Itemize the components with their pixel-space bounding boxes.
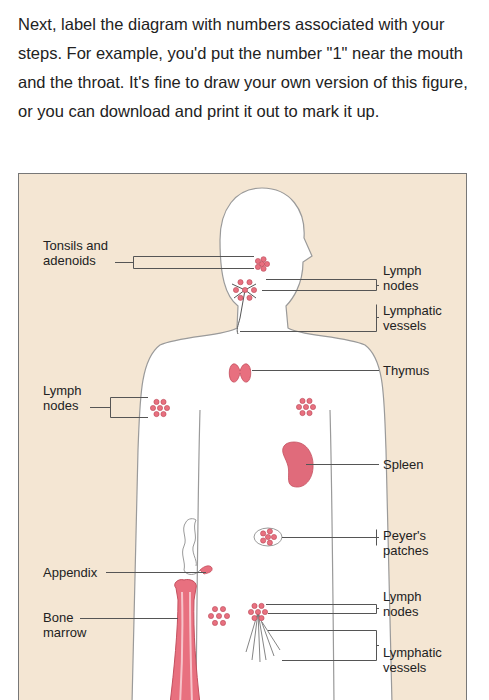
organs: [170, 284, 313, 700]
leader-lines: [80, 257, 379, 661]
lymph-node-dot: [267, 529, 272, 534]
lymph-node-dot: [303, 404, 308, 409]
part-label: Peyer's patches: [383, 528, 453, 558]
part-label: Lymph nodes: [43, 383, 103, 413]
leader-line: [90, 398, 148, 418]
lymph-node-dot: [307, 398, 312, 403]
leader-line: [115, 257, 254, 269]
lymph-node-dot: [271, 534, 276, 539]
lymph-node-dot: [247, 295, 252, 300]
lymph-node-dot: [161, 411, 166, 416]
part-label: Thymus: [383, 363, 468, 378]
neck-vessels: [232, 284, 256, 334]
lymph-node-dot: [233, 287, 238, 292]
lymph-node-dot: [208, 613, 213, 618]
lymph-node-dot: [261, 266, 266, 271]
leader-line: [80, 618, 178, 619]
lymph-node-dot: [264, 261, 269, 266]
lymph-node-dot: [252, 603, 257, 608]
lymph-node-dot: [300, 410, 305, 415]
lymph-node-dot: [261, 538, 266, 543]
lymph-node-dot: [150, 405, 155, 410]
lymph-node-dot: [310, 404, 315, 409]
leader-line: [262, 280, 379, 291]
lymph-node-dot: [259, 603, 264, 608]
lymph-node-dot: [238, 280, 243, 285]
femur-bone-marrow: [170, 579, 200, 700]
lymph-node-dot: [220, 620, 225, 625]
lymph-node-dot: [212, 606, 217, 611]
leader-line: [240, 305, 379, 332]
lymph-node-dot: [265, 534, 270, 539]
lymph-node-dot: [248, 609, 253, 614]
instruction-text: Next, label the diagram with numbers ass…: [18, 10, 480, 126]
lymph-node-dot: [267, 540, 272, 545]
lymph-node-dot: [161, 399, 166, 404]
lymph-node-dot: [261, 531, 266, 536]
lymph-node-dot: [255, 258, 260, 263]
lymph-node-dot: [164, 405, 169, 410]
arm-line: [196, 410, 200, 700]
lymph-node-dot: [262, 609, 267, 614]
lymph-node-dot: [154, 411, 159, 416]
leader-line: [266, 605, 379, 614]
lymph-node-dot: [247, 280, 252, 285]
lymph-node-dot: [259, 615, 264, 620]
lymph-node-dot: [216, 613, 221, 618]
leader-line: [306, 464, 379, 465]
lymph-node-dot: [307, 410, 312, 415]
part-label: Lymphatic vessels: [383, 645, 468, 675]
marrow-highlight: [180, 592, 192, 700]
lymph-node-dots: [150, 257, 315, 626]
lymph-node-dot: [157, 405, 162, 410]
part-label: Lymph nodes: [383, 589, 453, 619]
leader-line: [268, 631, 379, 661]
lymph-node-dot: [242, 287, 247, 292]
lymph-node-dot: [300, 398, 305, 403]
lymph-node-dot: [251, 287, 256, 292]
part-label: Appendix: [43, 565, 123, 580]
lymph-node-dot: [224, 613, 229, 618]
part-label: Lymph nodes: [383, 263, 453, 293]
thymus: [229, 364, 251, 382]
lymph-node-dot: [255, 609, 260, 614]
panel: [19, 174, 467, 700]
lymph-node-dot: [261, 257, 266, 262]
part-label: Spleen: [383, 457, 468, 472]
peyers-patch-outline: [254, 528, 282, 546]
leader-line: [106, 572, 206, 573]
body-silhouette: [132, 188, 392, 700]
body-outline: [132, 188, 392, 700]
lymph-node-dot: [296, 404, 301, 409]
lymph-node-dot: [212, 620, 217, 625]
groin-vessels: [246, 612, 280, 662]
intestine: [183, 519, 200, 575]
leader-line: [252, 370, 379, 371]
lymph-node-dot: [220, 606, 225, 611]
lymph-node-dot: [255, 264, 260, 269]
lymph-node-dot: [252, 615, 257, 620]
lymph-node-dot: [154, 399, 159, 404]
part-label: Bone marrow: [43, 610, 103, 640]
lymph-node-dot: [238, 295, 243, 300]
part-label: Lymphatic vessels: [383, 303, 468, 333]
part-label: Tonsils and adenoids: [43, 238, 128, 268]
arm-line: [330, 410, 334, 700]
leader-line: [282, 530, 379, 546]
